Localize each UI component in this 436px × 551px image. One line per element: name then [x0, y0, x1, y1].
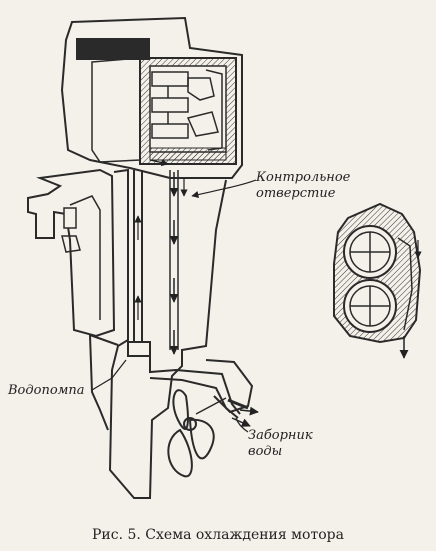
label-control-hole-2: отверстие [256, 186, 336, 201]
label-control-hole-1: Контрольное [256, 170, 351, 185]
leader-lines [91, 179, 257, 433]
water-pump [127, 341, 151, 357]
label-water-pump: Водопомпа [8, 383, 85, 398]
intake-pipe [149, 350, 254, 419]
motor-hood [60, 16, 243, 179]
label-intake-1: Заборник [248, 428, 313, 443]
inner-cowl [91, 57, 141, 163]
hood-cap [76, 38, 150, 60]
transom-clamp [27, 168, 116, 338]
leg-housing [89, 168, 227, 499]
flow-arrows [134, 159, 259, 427]
cross-section [333, 202, 422, 359]
label-intake-2: воды [248, 444, 283, 459]
engine-block [139, 57, 237, 165]
propeller [167, 389, 227, 478]
figure-caption: Рис. 5. Схема охлаждения мотора [92, 527, 344, 543]
